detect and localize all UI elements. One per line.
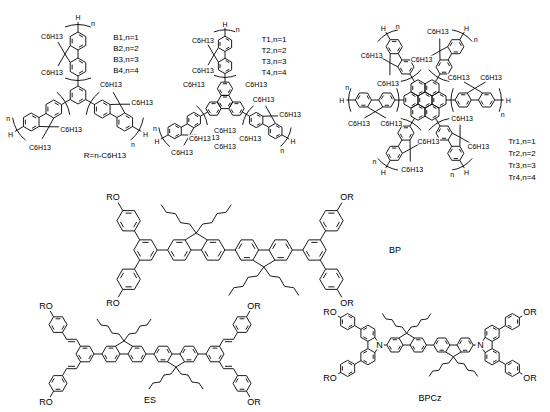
structure-label: C6H13 bbox=[170, 149, 194, 156]
structure-label: H bbox=[7, 131, 14, 138]
structure-label: C6H13 bbox=[191, 67, 215, 74]
structure-label: C6H13 bbox=[182, 81, 206, 88]
structure-label: T1,n=1 bbox=[260, 36, 287, 44]
structure-label: H bbox=[463, 169, 470, 176]
structure-label: n bbox=[90, 20, 96, 27]
structure-label: C6H13 bbox=[379, 120, 403, 127]
b-structure bbox=[8, 22, 151, 149]
structure-label: C6H13 bbox=[400, 165, 424, 172]
structure-label: OR bbox=[246, 398, 262, 407]
structure-label: OR bbox=[339, 192, 355, 201]
structure-label: BPCz bbox=[417, 394, 442, 403]
structure-label: H bbox=[380, 25, 387, 32]
structure-label: T4,n=4 bbox=[260, 69, 287, 77]
structure-label: H bbox=[153, 138, 160, 145]
structure-label: C6H13 bbox=[213, 127, 237, 134]
structure-label: OR bbox=[522, 374, 538, 383]
structure-label: H bbox=[380, 169, 387, 176]
structure-label: n bbox=[235, 25, 241, 32]
structure-label: N bbox=[375, 341, 384, 350]
structure-label: B2,n=2 bbox=[112, 45, 140, 53]
structure-label: C6H13 bbox=[416, 137, 440, 144]
structure-label: C6H13 bbox=[40, 69, 64, 76]
structure-label: B4,n=4 bbox=[112, 67, 140, 75]
structure-label: ES bbox=[143, 396, 157, 405]
structure-label: C6H13 bbox=[244, 81, 268, 88]
es-structure bbox=[49, 311, 251, 398]
structure-label: C6H13 bbox=[466, 142, 490, 149]
structure-label: H bbox=[142, 131, 149, 138]
structure-label: n bbox=[344, 83, 350, 90]
structure-label: H bbox=[338, 97, 345, 104]
structure-label: Tr3,n=3 bbox=[507, 162, 537, 170]
structure-label: OR bbox=[246, 302, 262, 311]
structure-label: B3,n=3 bbox=[112, 56, 140, 64]
structure-label: C6H13 bbox=[450, 114, 474, 121]
structure-label: n bbox=[152, 124, 158, 131]
structure-label: H bbox=[74, 14, 81, 21]
structure-label: C6H13 bbox=[360, 51, 384, 58]
structure-label: C6H13 bbox=[447, 73, 471, 80]
structure-label: Tr2,n=2 bbox=[507, 150, 537, 158]
structure-label: C6H13 bbox=[376, 79, 400, 86]
structure-label: T2,n=2 bbox=[260, 47, 287, 55]
structure-label: n bbox=[5, 115, 11, 122]
structure-label: C6H13 bbox=[410, 56, 434, 63]
structure-label: C6H13 bbox=[479, 73, 503, 80]
bpcz-structure bbox=[336, 311, 525, 378]
tr-structure bbox=[346, 23, 503, 177]
structure-label: n bbox=[130, 141, 136, 148]
structure-label: RO bbox=[38, 302, 54, 311]
structure-label: R=n-C6H13 bbox=[83, 152, 127, 160]
structure-label: BP bbox=[388, 246, 402, 255]
structure-label: C6H13 bbox=[188, 135, 212, 142]
structure-label: RO bbox=[105, 192, 121, 201]
structure-label: C6H13 bbox=[130, 99, 154, 106]
structure-label: C6H13 bbox=[28, 144, 52, 151]
structure-label: C6H13 bbox=[278, 111, 302, 118]
structure-label: C6H13 bbox=[59, 126, 83, 133]
structure-label: RO bbox=[38, 398, 54, 407]
structure-label: H bbox=[463, 25, 470, 32]
structure-label: Tr4,n=4 bbox=[507, 174, 537, 182]
structure-label: OR bbox=[522, 307, 538, 316]
structure-label: H bbox=[505, 97, 512, 104]
structure-label: RO bbox=[322, 374, 338, 383]
structure-label: C6H13 bbox=[213, 143, 237, 150]
structure-label: RO bbox=[322, 307, 338, 316]
structure-label: n bbox=[371, 157, 377, 164]
structure-label: N bbox=[476, 341, 485, 350]
bp-structure bbox=[117, 203, 343, 298]
structure-label: C6H13 bbox=[347, 120, 371, 127]
t-structure bbox=[155, 28, 298, 154]
structure-label: T3,n=3 bbox=[260, 58, 287, 66]
structure-label: H bbox=[289, 138, 296, 145]
structure-label: C6H13 bbox=[99, 81, 123, 88]
structure-label: n bbox=[449, 171, 455, 178]
structure-label: H bbox=[221, 20, 228, 27]
structure-label: C6H13 bbox=[191, 36, 215, 43]
structure-label: C6H13 bbox=[238, 135, 262, 142]
structure-label: OR bbox=[339, 299, 355, 308]
structure-label: Tr1,n=1 bbox=[507, 138, 537, 146]
structure-label: n bbox=[473, 36, 479, 43]
structure-label: C6H13 bbox=[426, 28, 450, 35]
structure-label: n bbox=[395, 22, 401, 29]
structure-label: B1,n=1 bbox=[112, 34, 140, 42]
structure-label: n bbox=[279, 146, 285, 153]
structure-label: n bbox=[500, 110, 506, 117]
structure-label: C6H13 bbox=[40, 33, 64, 40]
structure-label: RO bbox=[105, 299, 121, 308]
structure-label: C6H13 bbox=[252, 95, 276, 102]
